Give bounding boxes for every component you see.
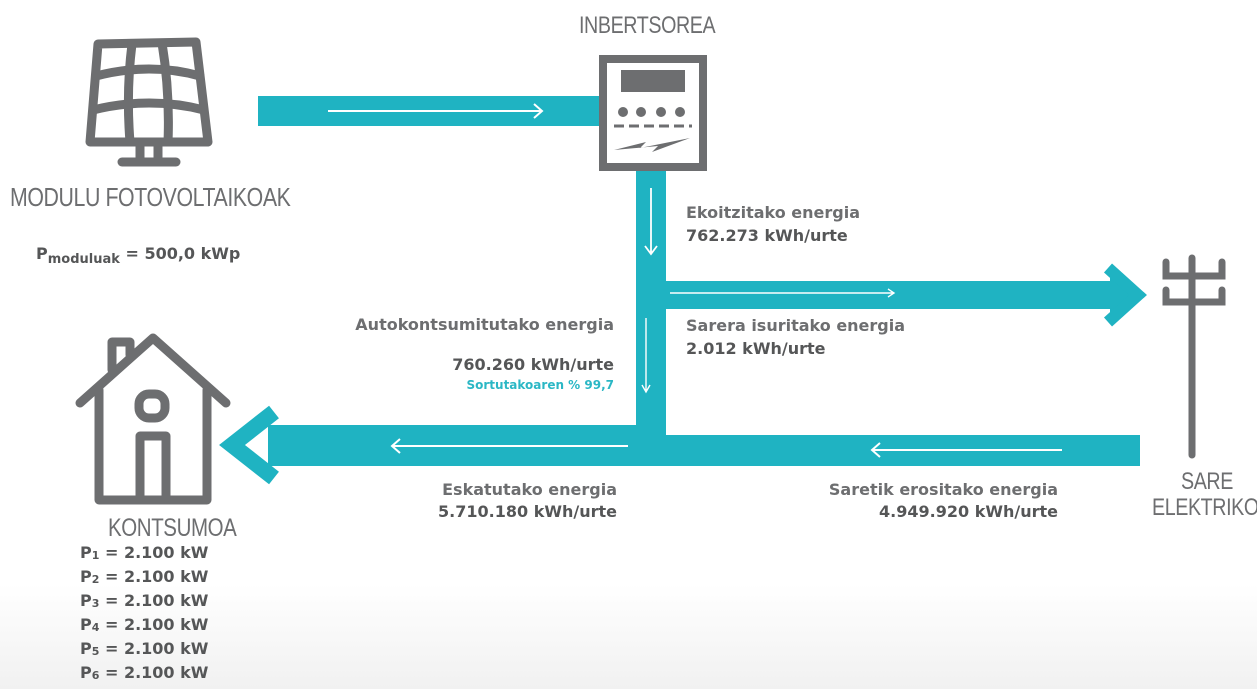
arrow-from-grid [870,442,1062,458]
demanded-energy-value: 5.710.180 kWh/urte [438,502,617,521]
demanded-energy-label: Eskatutako energia [442,480,617,499]
exported-energy-value: 2.012 kWh/urte [686,339,826,358]
self-consumed-energy-label: Autokontsumitutako energia [355,315,614,334]
produced-energy-label: Ekoitzitako energia [686,203,860,222]
solar-panel-icon [85,37,213,167]
arrow-panel-to-inverter [328,103,544,119]
flow-arrowhead-to-house [219,405,279,485]
arrow-to-grid [670,288,896,298]
modules-caption: MODULU FOTOVOLTAIKOAK [10,182,291,212]
purchased-energy-label: Saretik erositako energia [828,480,1058,499]
grid-caption-line1: SARE [1181,468,1233,495]
arrow-inverter-down [644,188,658,256]
self-consumed-energy-value: 760.260 kWh/urte [452,355,614,374]
arrow-to-house [390,438,628,454]
period-item: P4 = 2.100 kW [80,615,209,634]
inverter-icon [599,55,707,171]
consumption-caption: KONTSUMOA [108,514,237,542]
flow-arrowhead-to-grid-chevron [1103,263,1147,327]
modules-power: Pmoduluak = 500,0 kWp [36,244,241,268]
flow-band-to-grid [651,281,1121,309]
self-consumed-share: Sortutakoaren % 99,7 [466,378,614,392]
period-item: P1 = 2.100 kW [80,543,209,562]
period-list: P1 = 2.100 kW P2 = 2.100 kW P3 = 2.100 k… [80,542,208,686]
purchased-energy-value: 4.949.920 kWh/urte [879,502,1058,521]
period-item: P3 = 2.100 kW [80,591,209,610]
power-pole-icon [1162,254,1226,459]
house-icon [75,333,231,505]
background-band [0,584,1257,689]
grid-caption-line2: ELEKTRIKOA [1152,494,1257,521]
period-item: P5 = 2.100 kW [80,639,209,658]
flow-bands [219,96,1147,485]
inverter-caption: INBERTSOREA [579,12,716,39]
direction-arrows [328,103,1062,458]
period-item: P2 = 2.100 kW [80,567,209,586]
produced-energy-value: 762.273 kWh/urte [686,226,848,245]
exported-energy-label: Sarera isuritako energia [686,316,906,335]
period-item: P6 = 2.100 kW [80,663,209,682]
arrow-self-consumed-down [641,318,651,394]
